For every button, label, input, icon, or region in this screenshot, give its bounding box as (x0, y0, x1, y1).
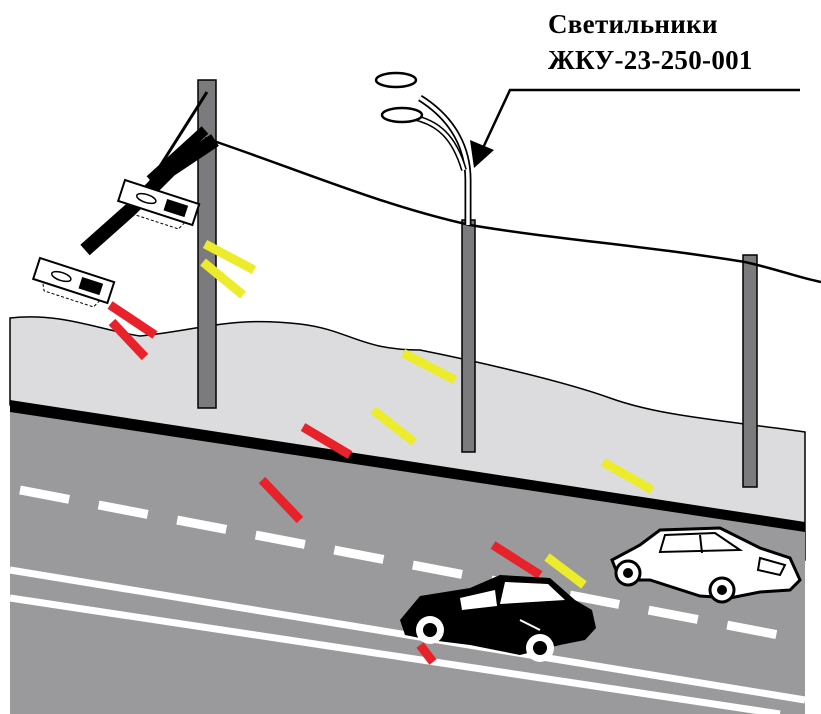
pole-right (743, 255, 757, 487)
caption-leader-line (482, 90, 800, 150)
caption-leader-arrow (470, 140, 494, 168)
overhead-wire (205, 138, 821, 282)
luminaire-lower (31, 258, 114, 311)
pole-center (462, 220, 475, 452)
